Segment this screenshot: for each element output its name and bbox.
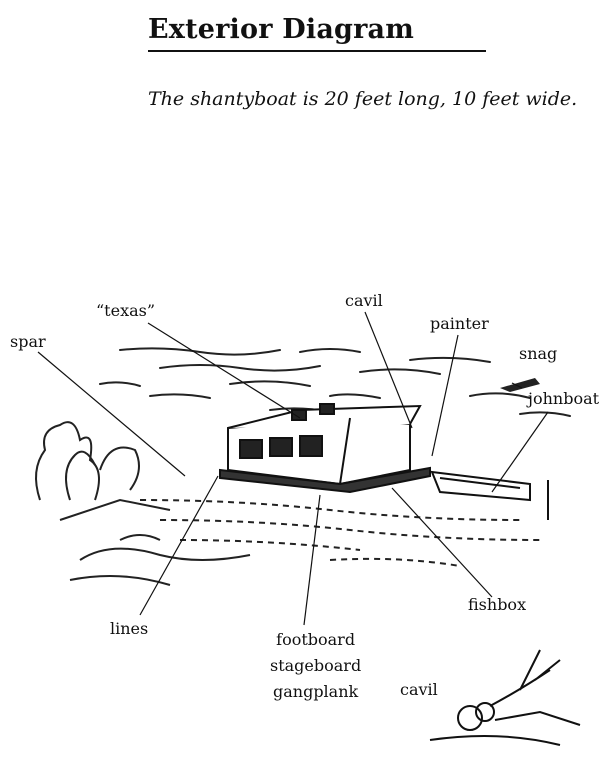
label-stageboard: stageboard	[270, 656, 362, 675]
shantyboat-drawing	[219, 403, 431, 494]
snag-drawing	[500, 378, 540, 392]
diagram-title: Exterior Diagram	[148, 14, 414, 45]
johnboat-drawing	[430, 470, 549, 520]
label-johnboat: johnboat	[528, 389, 600, 408]
label-spar: spar	[10, 332, 46, 351]
label-footboard: footboard	[276, 630, 356, 649]
cavil-inset-drawing	[429, 649, 581, 746]
label-cavil-inset: cavil	[400, 680, 438, 699]
sky-strokes	[99, 347, 571, 417]
label-snag: snag	[519, 344, 558, 363]
shore-bushes	[35, 421, 251, 586]
label-gangplank: gangplank	[272, 682, 359, 701]
label-texas: “texas”	[96, 301, 156, 320]
label-painter: painter	[430, 314, 489, 333]
diagram-subtitle: The shantyboat is 20 feet long, 10 feet …	[148, 88, 578, 110]
label-fishbox: fishbox	[468, 595, 527, 614]
water-texture	[139, 499, 541, 567]
title-underline	[148, 50, 486, 52]
label-cavil: cavil	[345, 291, 383, 310]
label-board-stack: footboard stageboard gangplank	[270, 627, 361, 705]
label-lines: lines	[110, 619, 149, 638]
leader-lines	[37, 311, 549, 626]
